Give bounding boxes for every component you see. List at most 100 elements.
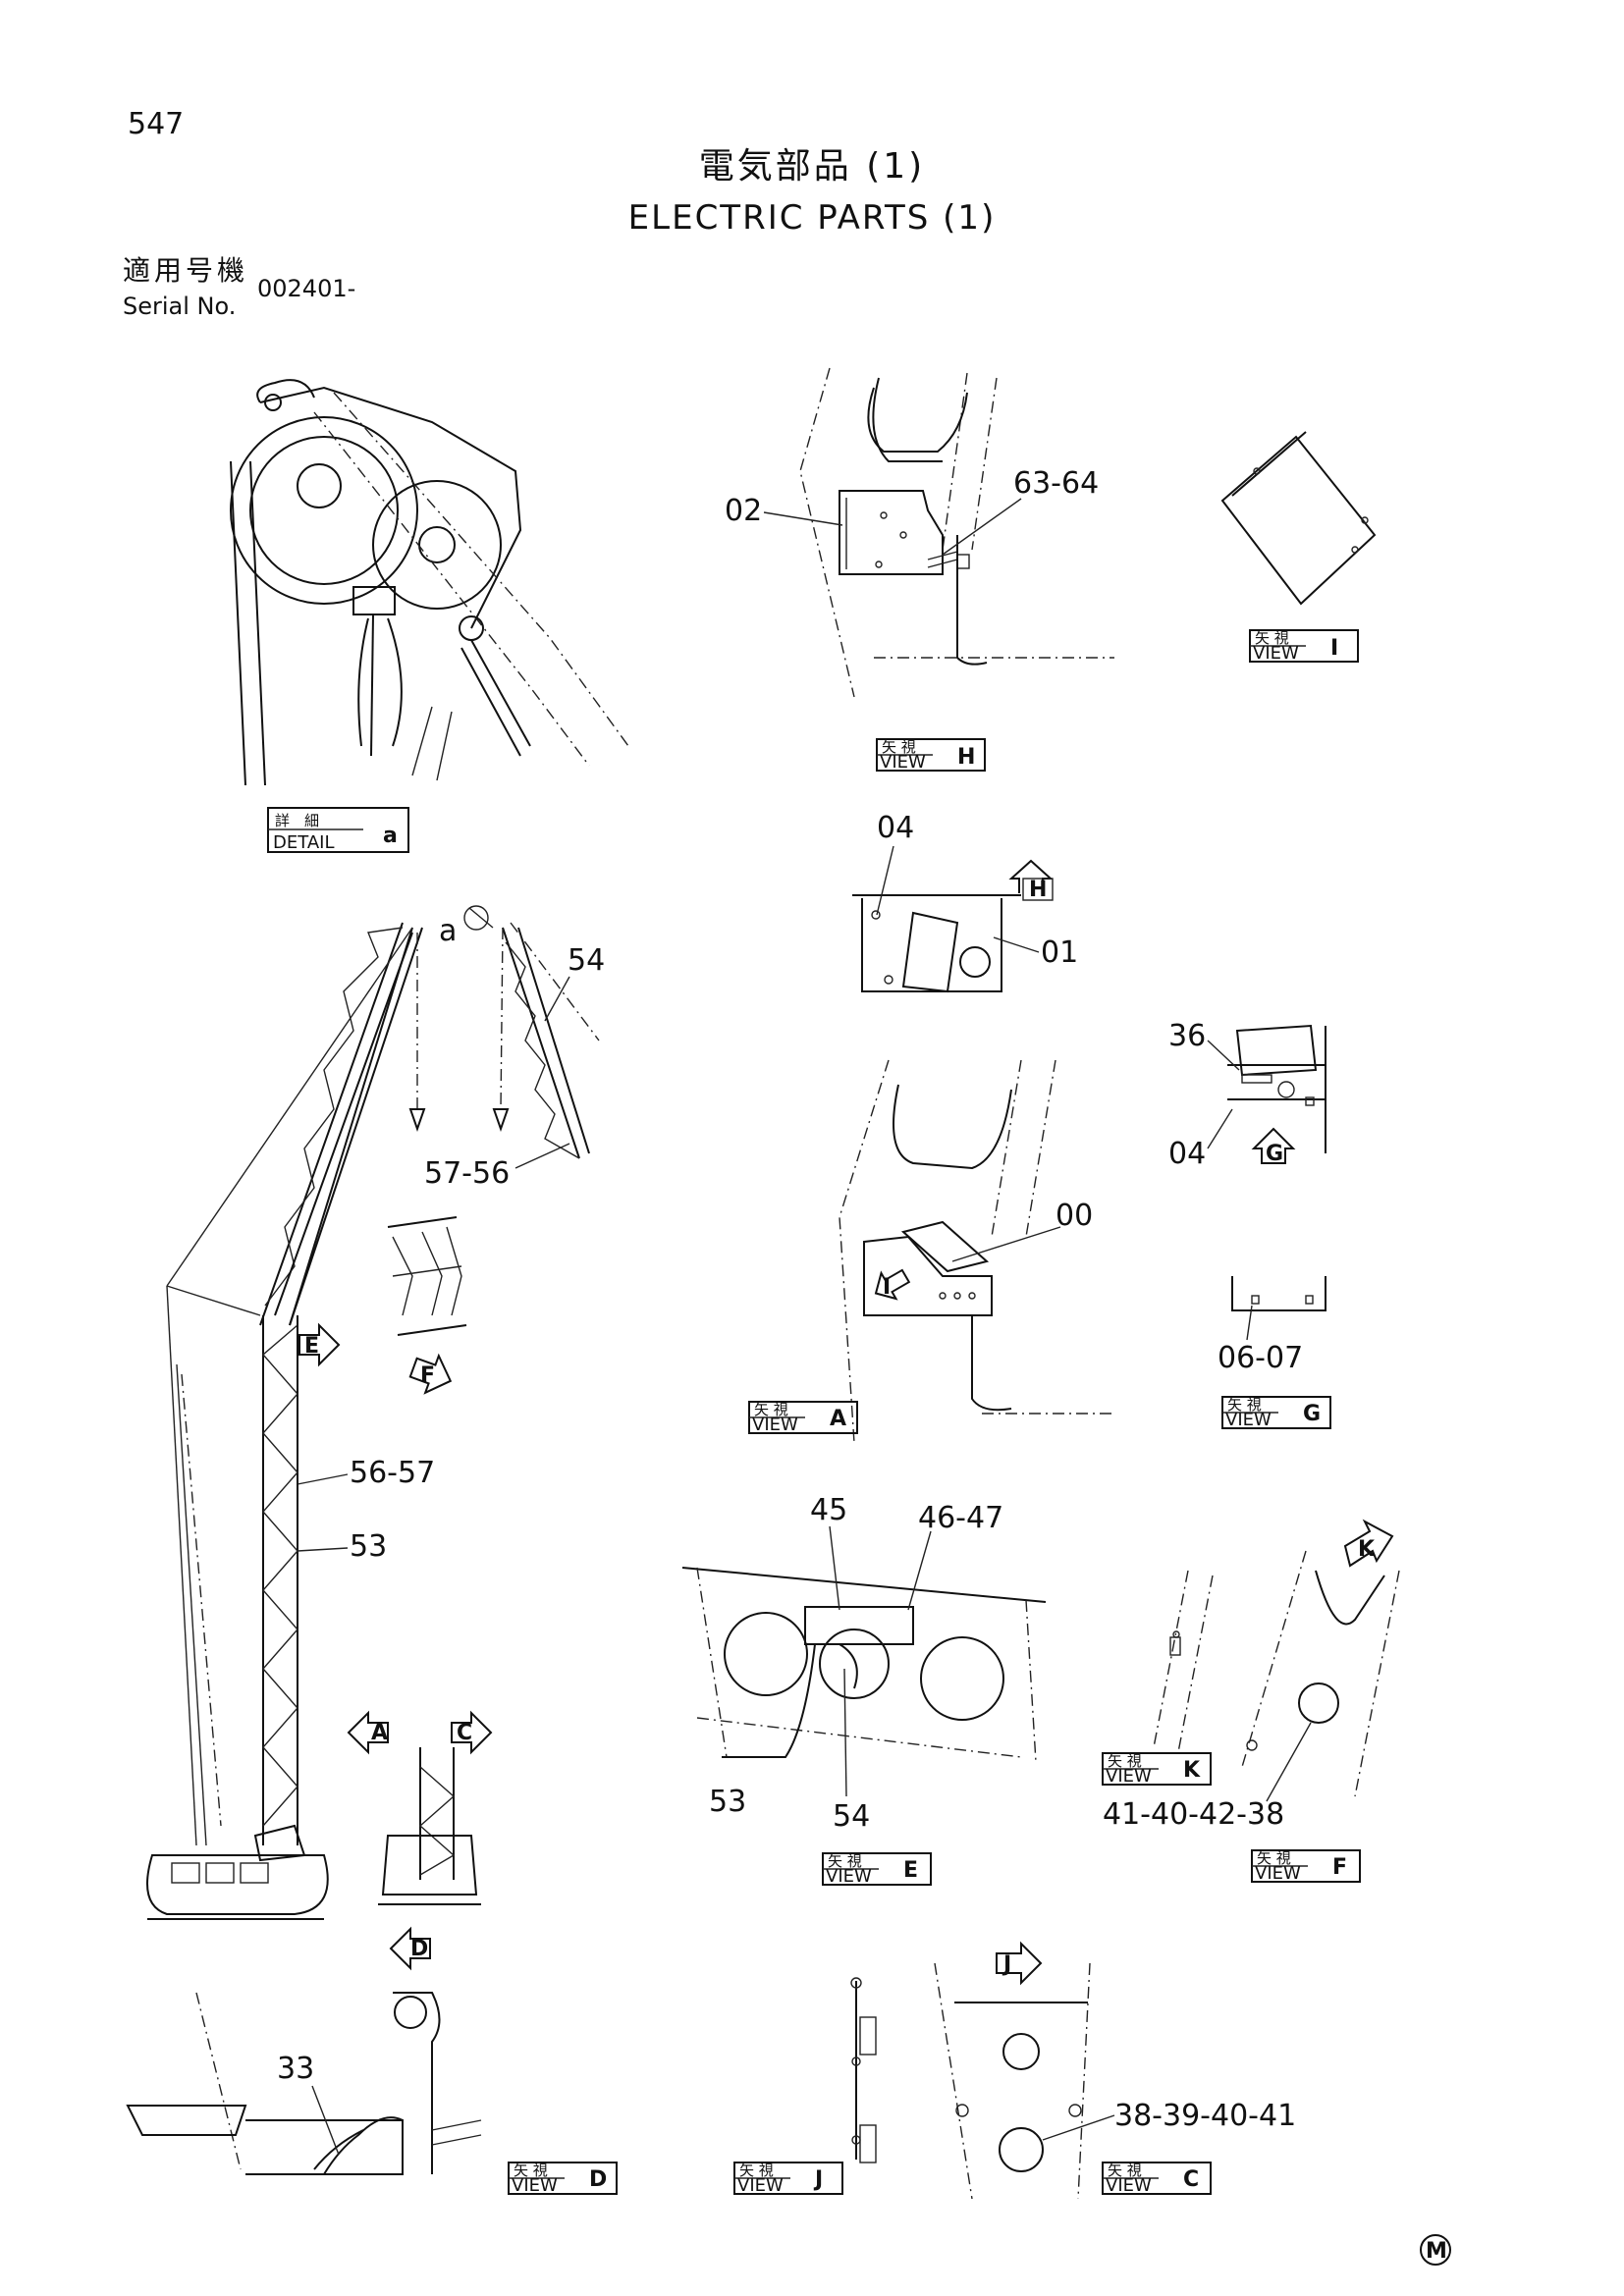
view-i-box-jp: 矢 視	[1255, 629, 1289, 647]
serial-label-en: Serial No.	[123, 293, 237, 320]
page-title-en: ELECTRIC PARTS (1)	[627, 198, 997, 238]
callout-54-e: 54	[833, 1799, 870, 1834]
callout-04-top: 04	[877, 811, 914, 845]
callout-02: 02	[725, 494, 762, 528]
footer-mark: M	[1420, 2234, 1451, 2266]
view-a-box-jp: 矢 視	[754, 1401, 788, 1418]
callout-53: 53	[350, 1529, 387, 1564]
callout-36: 36	[1168, 1019, 1206, 1053]
callout-detail-a-ref: a	[439, 914, 457, 948]
view-f-box-jp: 矢 視	[1257, 1849, 1291, 1867]
arrow-f: F	[408, 1353, 453, 1395]
small-crane-views	[378, 1747, 481, 1905]
footer-mark-letter: M	[1426, 2239, 1447, 2264]
view-c-box-en: VIEW	[1106, 2175, 1152, 2196]
view-c-box-letter: C	[1183, 2167, 1199, 2192]
detail-a-box-letter: a	[383, 824, 398, 848]
callout-63-64: 63-64	[1013, 466, 1099, 501]
view-h-label-box: 矢 視 VIEW H	[876, 738, 986, 773]
view-j-box-jp: 矢 視	[739, 2162, 774, 2179]
crane-drawing	[146, 905, 600, 1920]
view-h-box-en: VIEW	[880, 752, 926, 773]
view-g-drawing	[1227, 1024, 1326, 1153]
arrow-j: J	[996, 1941, 1043, 1986]
view-i-label-box: 矢 視 VIEW I	[1249, 629, 1359, 664]
view-a-box-en: VIEW	[752, 1415, 798, 1435]
view-a-box-letter: A	[830, 1407, 846, 1431]
callout-01: 01	[1041, 935, 1078, 970]
callout-46-47: 46-47	[918, 1501, 1003, 1535]
arrow-i: I	[874, 1268, 911, 1301]
view-d-box-en: VIEW	[512, 2175, 558, 2196]
view-f-box-letter: F	[1332, 1855, 1347, 1880]
arrow-g-letter: G	[1266, 1142, 1283, 1166]
view-k-label-box: 矢 視 VIEW K	[1102, 1752, 1212, 1787]
view-d-label-box: 矢 視 VIEW D	[508, 2162, 618, 2196]
view-i-box-letter: I	[1330, 636, 1338, 661]
view-e-box-en: VIEW	[826, 1866, 872, 1887]
callout-56-57: 56-57	[350, 1456, 435, 1490]
callout-06-07: 06-07	[1218, 1341, 1303, 1375]
view-j-label-box: 矢 視 VIEW J	[733, 2162, 843, 2196]
view-e-label-box: 矢 視 VIEW E	[822, 1852, 932, 1887]
callout-04-g: 04	[1168, 1137, 1206, 1171]
view-a-drawing	[839, 1059, 1114, 1444]
arrow-c: C	[451, 1710, 493, 1755]
view-j-box-letter: J	[813, 2167, 823, 2192]
arrow-a: A	[347, 1710, 389, 1755]
arrow-h-letter: H	[1029, 878, 1047, 902]
view-j-drawing	[850, 1977, 877, 2163]
view-e-box-letter: E	[903, 1858, 918, 1883]
arrow-c-letter: C	[457, 1721, 472, 1745]
view-g-box-letter: G	[1303, 1402, 1321, 1426]
view-d-box-jp: 矢 視	[514, 2162, 548, 2179]
view-k-drawing	[1153, 1570, 1214, 1753]
lattice-piece-f	[387, 1216, 467, 1336]
arrow-j-letter: J	[1001, 1952, 1011, 1977]
serial-label-jp: 適用号機	[123, 254, 249, 287]
serial-number-value: 002401-	[257, 275, 356, 302]
callout-45: 45	[810, 1493, 847, 1527]
view-f-label-box: 矢 視 VIEW F	[1251, 1849, 1361, 1884]
view-c-box-jp: 矢 視	[1108, 2162, 1142, 2179]
callout-00: 00	[1056, 1199, 1093, 1233]
view-e-drawing	[681, 1567, 1047, 1763]
view-j-box-en: VIEW	[737, 2175, 784, 2196]
callout-57-56: 57-56	[424, 1156, 510, 1191]
view-h-box-letter: H	[957, 745, 975, 770]
arrow-h: H	[1008, 859, 1054, 902]
arrow-g: G	[1251, 1127, 1296, 1166]
page-title-jp: 電気部品 (1)	[698, 146, 926, 187]
arrow-k-letter: K	[1358, 1537, 1376, 1562]
callout-54-boom: 54	[568, 943, 605, 978]
callout-38-39-40-41: 38-39-40-41	[1114, 2099, 1296, 2133]
view-h-box-jp: 矢 視	[882, 738, 916, 756]
detail-a-drawing	[230, 379, 629, 786]
callout-53-e: 53	[709, 1785, 746, 1819]
view-f-drawing	[1241, 1550, 1400, 1797]
view-d-box-letter: D	[589, 2167, 607, 2192]
view-i-drawing	[1220, 431, 1377, 606]
view-c-label-box: 矢 視 VIEW C	[1102, 2162, 1212, 2196]
view-i-box-en: VIEW	[1253, 643, 1299, 664]
detail-a-box-en: DETAIL	[273, 832, 334, 853]
arrow-a-letter: A	[371, 1721, 388, 1745]
view-k-box-jp: 矢 視	[1108, 1752, 1142, 1770]
view-g-label-box: 矢 視 VIEW G	[1221, 1396, 1331, 1430]
view-e-box-jp: 矢 視	[828, 1852, 862, 1870]
arrow-i-letter: I	[883, 1275, 891, 1300]
detail-a-label-box: 詳 細 DETAIL a	[267, 807, 409, 853]
view-g-box-jp: 矢 視	[1227, 1396, 1262, 1414]
callout-33: 33	[277, 2052, 314, 2086]
arrow-f-letter: F	[420, 1363, 435, 1388]
arrow-e: E	[298, 1322, 341, 1367]
page-number: 547	[128, 107, 185, 141]
view-g-box-en: VIEW	[1225, 1410, 1272, 1430]
view-h-drawing	[799, 367, 1114, 698]
view-c-drawing	[934, 1962, 1091, 2200]
view-a-label-box: 矢 視 VIEW A	[748, 1401, 858, 1435]
arrow-d: D	[389, 1926, 431, 1971]
view-f-box-en: VIEW	[1255, 1863, 1301, 1884]
arrow-k: K	[1343, 1519, 1394, 1568]
